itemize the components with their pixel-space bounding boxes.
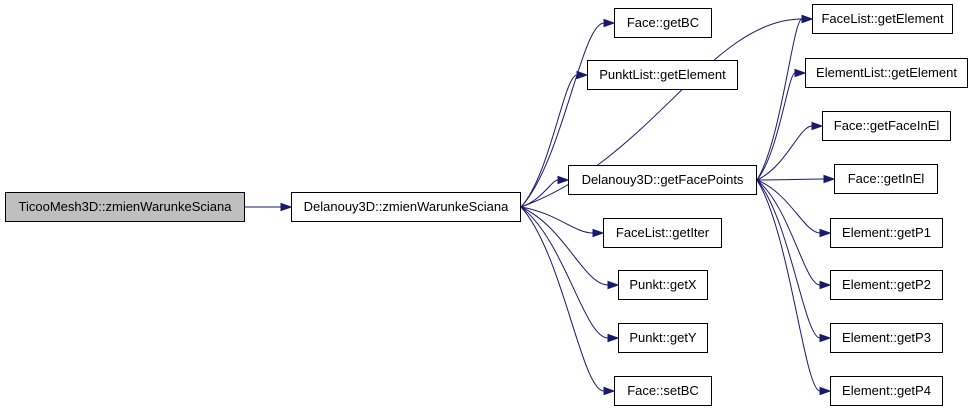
edge-getFacePoints-to-getFaceInEl <box>756 125 813 181</box>
arrowhead-dzw-to-setBC <box>603 386 616 396</box>
node-getP1[interactable]: Element::getP1 <box>830 218 943 248</box>
arrowhead-dzw-to-flGetIter <box>592 228 605 238</box>
node-getP4[interactable]: Element::getP4 <box>830 376 943 406</box>
arrowhead-dzw-to-plGetElement <box>576 70 589 80</box>
node-flGetElement[interactable]: FaceList::getElement <box>812 4 953 34</box>
edge-dzw-to-getFacePoints <box>520 179 559 208</box>
node-setBC[interactable]: Face::setBC <box>614 376 712 406</box>
arrowhead-getFacePoints-to-flGetElement <box>801 14 814 24</box>
arrowhead-getFacePoints-to-getP2 <box>819 280 832 290</box>
edge-getFacePoints-to-flGetElement <box>756 18 803 181</box>
arrowhead-getFacePoints-to-getP4 <box>819 386 832 396</box>
arrowhead-getFacePoints-to-getP3 <box>819 333 832 343</box>
edge-dzw-to-getY <box>520 206 609 339</box>
node-plGetElement[interactable]: PunktList::getElement <box>587 60 738 90</box>
arrowhead-dzw-to-getY <box>607 333 620 343</box>
edge-getFacePoints-to-getP4 <box>756 179 821 392</box>
node-getY[interactable]: Punkt::getY <box>618 323 708 353</box>
edge-dzw-to-plGetElement <box>520 74 578 208</box>
node-root: TicooMesh3D::zmienWarunkeSciana <box>5 192 245 222</box>
node-getP2[interactable]: Element::getP2 <box>830 270 943 300</box>
edge-getFacePoints-to-getP1 <box>756 179 821 234</box>
node-getX[interactable]: Punkt::getX <box>618 270 708 300</box>
arrowhead-getFacePoints-to-elGetElement <box>794 68 807 78</box>
node-getFaceInEl[interactable]: Face::getFaceInEl <box>822 111 951 141</box>
edge-getFacePoints-to-getP2 <box>756 179 821 286</box>
edge-dzw-to-getBC <box>520 22 605 208</box>
edge-getFacePoints-to-elGetElement <box>756 72 796 181</box>
node-getP3[interactable]: Element::getP3 <box>830 323 943 353</box>
node-getBC[interactable]: Face::getBC <box>614 8 712 38</box>
edge-getFacePoints-to-getInEl <box>756 178 825 181</box>
arrowhead-root-to-dzw <box>280 202 293 212</box>
node-dzw[interactable]: Delanouy3D::zmienWarunkeSciana <box>291 192 521 222</box>
node-getInEl[interactable]: Face::getInEl <box>834 164 938 194</box>
edge-dzw-to-setBC <box>520 206 605 392</box>
edge-dzw-to-flGetIter <box>520 206 594 234</box>
node-getFacePoints[interactable]: Delanouy3D::getFacePoints <box>568 165 757 195</box>
arrowhead-getFacePoints-to-getFaceInEl <box>811 121 824 131</box>
node-flGetIter[interactable]: FaceList::getIter <box>603 218 722 248</box>
arrowhead-dzw-to-getX <box>607 280 620 290</box>
edge-getFacePoints-to-getP3 <box>756 179 821 339</box>
arrowhead-getFacePoints-to-getInEl <box>823 174 836 184</box>
node-elGetElement[interactable]: ElementList::getElement <box>805 58 968 88</box>
arrowhead-dzw-to-getFacePoints <box>557 175 570 185</box>
edge-dzw-to-getX <box>520 206 609 286</box>
arrowhead-dzw-to-getBC <box>603 18 616 28</box>
arrowhead-getFacePoints-to-getP1 <box>819 228 832 238</box>
